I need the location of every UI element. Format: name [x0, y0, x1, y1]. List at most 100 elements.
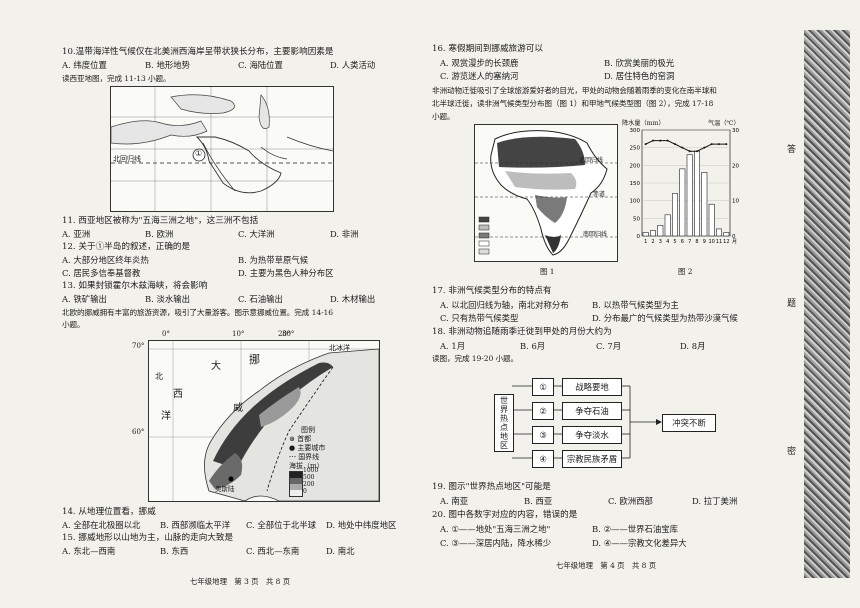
y-left-label: 降水量（mm）	[622, 120, 665, 127]
fig1-caption: 图 1	[540, 267, 555, 276]
africa-tropic-n: 北回归线	[579, 157, 604, 164]
elevation-scale	[289, 471, 303, 497]
west-asia-map-drawing	[111, 87, 333, 211]
x-unit-label: 月	[732, 239, 737, 245]
y-left-tick-label: 100	[630, 199, 641, 205]
q15-option-b: B. 东西	[160, 546, 189, 556]
q10-option-c: C. 海陆位置	[238, 60, 283, 70]
lon-0: 0°	[162, 330, 170, 338]
q15-option-a: A. 东北—西南	[62, 546, 116, 556]
norway-map-drawing	[149, 341, 379, 501]
month-tick-label: 12	[723, 239, 729, 245]
q11-option-d: D. 非洲	[330, 229, 359, 239]
precip-bar	[708, 203, 715, 237]
q14-option-b: B. 西部濒临太平洋	[160, 520, 231, 530]
lat-60: 60°	[132, 428, 145, 436]
q17-option-d: D. 分布最广的气候类型为热带沙漠气候	[592, 313, 738, 323]
hotspot-flowchart: 世界热点地区 ① ② ③ ④ 战略要地 争夺石油 争夺淡水 宗教民族矛盾 冲突不…	[490, 370, 720, 476]
q18-option-a: A. 1月	[440, 341, 466, 351]
q19-option-a: A. 南亚	[440, 496, 469, 506]
q14-option-d: D. 地处中纬度地区	[326, 520, 397, 530]
binding-label-bottom: 密	[787, 447, 797, 457]
flow-text-2: 争夺石油	[562, 402, 622, 420]
y-right-tick-label: 20	[732, 163, 739, 169]
q17-option-a: A. 以北回归线为轴，南北对称分布	[440, 300, 569, 310]
q16-option-b: B. 欣赏美丽的极光	[604, 58, 675, 68]
month-tick-label: 11	[716, 239, 722, 245]
precip-bar	[679, 168, 686, 237]
y-left-tick-label: 300	[630, 128, 641, 134]
temperature-point	[666, 139, 669, 142]
q15-option-d: D. 南北	[326, 546, 355, 556]
legend-elev-title: 海拔（m）	[289, 462, 324, 470]
legend-border-row: -·- 国界线	[289, 453, 320, 461]
norway-wei: 威	[233, 403, 243, 414]
q18-option-b: B. 6月	[520, 341, 546, 351]
q17-stem: 17. 非洲气候类型分布的特点有	[432, 286, 552, 296]
binding-margin-pattern	[804, 30, 850, 578]
footer-right: 七年级地理 第 4 页 共 8 页	[556, 561, 657, 570]
q19-option-d: D. 拉丁美洲	[692, 496, 738, 506]
temperature-point	[703, 146, 706, 149]
y-right-tick-label: 0	[732, 234, 736, 240]
temperature-point	[652, 139, 654, 142]
q11-option-c: C. 大洋洲	[238, 229, 275, 239]
month-tick-label: 1	[644, 239, 647, 245]
fig2-caption: 图 2	[678, 267, 693, 276]
peninsula-marker: ①	[195, 149, 203, 158]
africa-climate-map: 北回归线 赤道 南回归线	[474, 124, 618, 262]
q13-option-c: C. 石油输出	[238, 294, 283, 304]
q14-option-c: C. 全部位于北半球	[246, 520, 317, 530]
atlantic-da: 大	[211, 361, 221, 372]
lat-70: 70°	[132, 342, 145, 350]
map-legend: 图例 ⊛ 首都 ● 主要城市 -·- 国界线 海拔（m） 1000 500 20…	[289, 425, 361, 497]
legend-capital-row: ⊛ 首都	[289, 435, 312, 443]
y-right-tick-label: 30	[732, 128, 739, 134]
q20-option-b: B. ②——世界石油宝库	[592, 524, 678, 534]
y-left-tick-label: 150	[630, 181, 641, 187]
y-right-label: 气温（℃）	[708, 120, 740, 127]
legend-capital: 首都	[297, 435, 312, 443]
intro-17-18-line1: 非洲动物迁徙吸引了全球旅游爱好者的目光，甲处的动物会随着雨季的变化在南半球和	[432, 86, 717, 95]
q13-option-d: D. 木材输出	[330, 294, 376, 304]
y-left-tick-label: 250	[630, 146, 641, 152]
q13-stem: 13. 如果封锁霍尔木兹海峡，将会影响	[62, 281, 208, 291]
binding-label-mid: 题	[787, 299, 797, 309]
elev-1000: 1000	[303, 467, 319, 474]
q17-option-c: C. 只有热带气候类型	[440, 313, 519, 323]
q20-option-a: A. ①——地处"五海三洲之地"	[440, 524, 551, 534]
intro-11-13: 读西亚地图，完成 11-13 小题。	[62, 74, 171, 83]
precip-bar	[723, 232, 730, 237]
capital-label: 奥斯陆	[215, 485, 235, 493]
africa-tropic-s: 南回归线	[583, 231, 608, 238]
atlantic-yang: 洋	[161, 411, 171, 422]
norway-nuo: 挪	[249, 353, 260, 366]
temperature-point	[718, 143, 720, 146]
tropic-label: 北回归线	[113, 155, 141, 163]
flow-num-1: ①	[532, 378, 554, 396]
q16-option-d: D. 居住特色的窑洞	[604, 71, 675, 81]
temperature-point	[674, 143, 676, 146]
temperature-point	[644, 143, 647, 146]
y-left-tick-label: 0	[637, 234, 641, 240]
flow-text-4: 宗教民族矛盾	[562, 450, 622, 468]
lon-10: 10°	[232, 330, 245, 338]
africa-equator: 赤道	[593, 191, 606, 198]
precip-bar	[657, 225, 664, 237]
q17-option-b: B. 以热带气候类型为主	[592, 300, 679, 310]
flow-num-4: ④	[532, 450, 554, 468]
q12-option-c: C. 居民多信奉基督教	[62, 268, 141, 278]
norway-map: 0° 10° 20° 30° 70° 60° 大	[132, 330, 392, 502]
month-tick-label: 6	[681, 239, 684, 245]
y-left-tick-label: 200	[630, 163, 641, 169]
temperature-point	[681, 146, 684, 149]
arctic-ocean-label: 北冰洋	[329, 344, 350, 352]
month-tick-label: 5	[673, 239, 676, 245]
atlantic-bei: 北	[155, 372, 163, 381]
q12-stem: 12. 关于①半岛的叙述，正确的是	[62, 242, 191, 252]
q18-option-d: D. 8月	[680, 341, 706, 351]
flow-text-1: 战略要地	[562, 378, 622, 396]
month-tick-label: 7	[688, 239, 691, 245]
